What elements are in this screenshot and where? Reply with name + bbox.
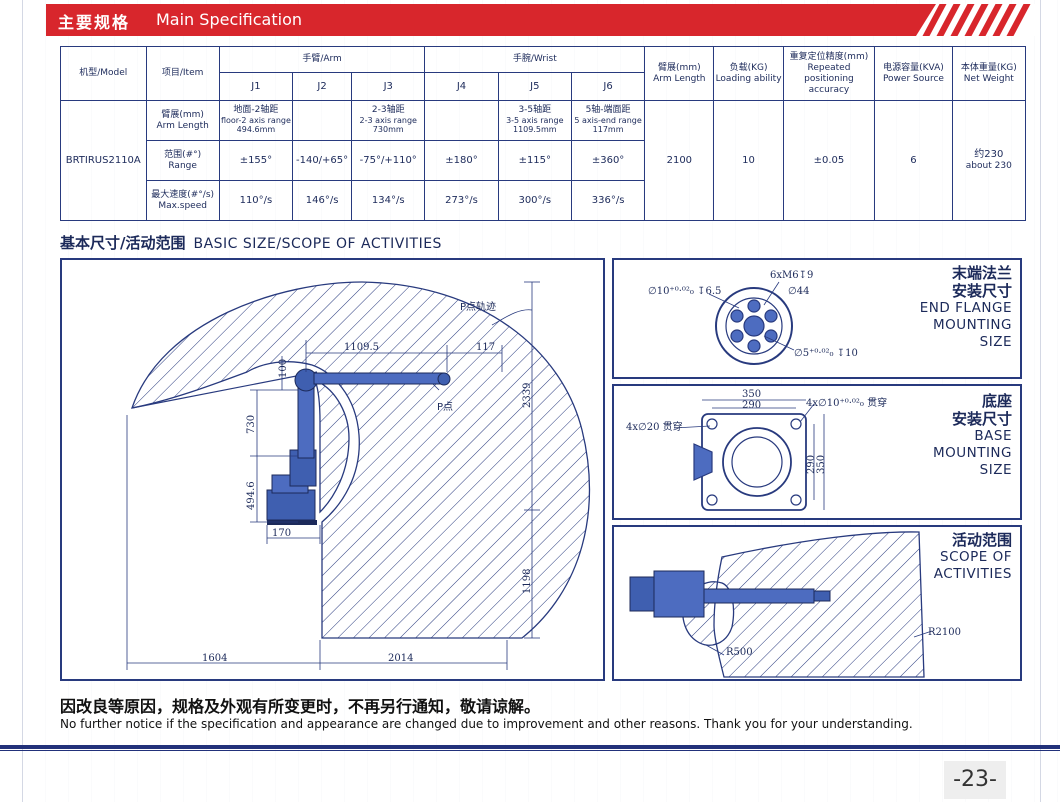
section-heading: 基本尺寸/活动范围 BASIC SIZE/SCOPE OF ACTIVITIES	[60, 232, 442, 254]
col-header-item: 项目/Item	[145, 46, 220, 101]
range-j1: ±155°	[218, 140, 294, 181]
speed-j3: 134°/s	[351, 180, 426, 221]
range-j4: ±180°	[424, 140, 499, 181]
range-j3: -75°/+110°	[351, 140, 426, 181]
dim-494-6: 494.6	[246, 481, 257, 510]
repeat-accuracy-value: ±0.05	[782, 100, 876, 221]
scope-panel: R2100 R500 活动范围 SCOPE OF ACTIVITIES	[612, 525, 1022, 681]
col-header-j6: J6	[570, 72, 646, 101]
col-header-weight: 本体重量(KG)Net Weight	[951, 46, 1027, 101]
dim-117: 117	[476, 342, 496, 353]
dim-170: 170	[272, 528, 292, 539]
range-j6: ±360°	[570, 140, 646, 181]
speed-j6: 336°/s	[570, 180, 646, 221]
speed-j2: 146°/s	[292, 180, 353, 221]
dim-flange-hole-10: ∅10⁺⁰·⁰²₀ ↧6.5	[648, 286, 722, 297]
base-title: 底座 安装尺寸 BASE MOUNTING SIZE	[932, 392, 1012, 478]
work-range-svg	[126, 281, 591, 670]
footer-note-en: No further notice if the specification a…	[60, 717, 913, 731]
end-flange-panel: ∅10⁺⁰·⁰²₀ ↧6.5 6xM6↧9 ∅44 ∅5⁺⁰·⁰²₀ ↧10 末…	[612, 258, 1022, 379]
header-stripes-decoration	[896, 4, 1036, 36]
base-panel: 350 290 4x∅20 贯穿 4x∅10⁺⁰·⁰²₀ 贯穿 290 350 …	[612, 384, 1022, 520]
spec-header-band: 主要规格 Main Specification	[46, 4, 1036, 36]
page-guide-line	[22, 0, 23, 802]
power-value: 6	[874, 100, 953, 221]
section-title-cn: 基本尺寸/活动范围	[60, 234, 186, 252]
work-envelope	[131, 281, 591, 639]
spec-table: 机型/Model 项目/Item 手臂/Arm 手腕/Wrist 臂展(mm)A…	[60, 46, 1027, 221]
col-header-power: 电源容量(KVA)Power Source	[874, 46, 953, 101]
speed-j5: 300°/s	[497, 180, 572, 221]
scope-svg	[629, 531, 933, 678]
col-header-j1: J1	[218, 72, 294, 101]
row-label-range: 范围(#°)Range	[145, 140, 220, 181]
dim-flange-44: ∅44	[788, 286, 810, 297]
arm-length-j4	[424, 100, 499, 141]
scope-title: 活动范围 SCOPE OF ACTIVITIES	[933, 531, 1012, 582]
section-title-en: BASIC SIZE/SCOPE OF ACTIVITIES	[193, 236, 442, 252]
model-name-cell: BRTIRUS2110A	[60, 100, 147, 221]
col-group-arm: 手臂/Arm	[218, 46, 426, 73]
label-p-track: P点轨迹	[460, 302, 497, 313]
row-label-arm-length: 臂展(mm)Arm Length	[145, 100, 220, 141]
col-header-load: 负载(KG)Loading ability	[713, 46, 784, 101]
dim-base-350-top: 350	[742, 389, 762, 400]
load-value: 10	[713, 100, 784, 221]
dim-2339: 2339	[522, 382, 533, 408]
base-svg	[673, 399, 825, 511]
dimension-lines	[126, 281, 540, 670]
dim-100: 100	[278, 358, 289, 378]
col-header-j2: J2	[292, 72, 353, 101]
scope-envelope	[682, 531, 925, 678]
label-p-point: P点	[437, 402, 454, 413]
speed-j4: 273°/s	[424, 180, 499, 221]
row-label-speed: 最大速度(#°/s)Max.speed	[145, 180, 220, 221]
dim-base-290-top: 290	[742, 400, 762, 411]
col-header-model: 机型/Model	[60, 46, 147, 101]
work-range-diagram: P点轨迹 P点 1109.5 117 100 730 494.6 170 233…	[60, 258, 605, 681]
col-header-repeat: 重复定位精度(mm)Repeated positioning accuracy	[782, 46, 876, 101]
col-header-j3: J3	[351, 72, 426, 101]
dim-1109-5: 1109.5	[344, 342, 379, 353]
robot-top-view	[629, 570, 831, 618]
range-j2: -140/+65°	[292, 140, 353, 181]
col-header-j4: J4	[424, 72, 499, 101]
envelope-chord	[131, 371, 318, 409]
dim-2014: 2014	[388, 653, 414, 664]
dim-730: 730	[246, 414, 257, 434]
page-number: -23-	[953, 767, 997, 792]
col-header-j5: J5	[497, 72, 572, 101]
dim-r500: R500	[726, 647, 753, 658]
speed-j1: 110°/s	[218, 180, 294, 221]
dim-flange-m6: 6xM6↧9	[770, 270, 814, 281]
dim-base-4x10: 4x∅10⁺⁰·⁰²₀ 贯穿	[806, 398, 888, 409]
arm-length-j2	[292, 100, 353, 141]
dim-r2100: R2100	[928, 627, 961, 638]
footer-note-cn: 因改良等原因，规格及外观有所变更时，不再另行通知，敬请谅解。	[60, 697, 541, 716]
page-guide-line	[1040, 0, 1041, 802]
dim-1604: 1604	[202, 653, 228, 664]
end-flange-svg	[708, 281, 795, 365]
arm-length-value: 2100	[644, 100, 715, 221]
col-header-arm-length: 臂展(mm)Arm Length	[644, 46, 715, 101]
dim-1198: 1198	[522, 568, 533, 594]
col-group-wrist: 手腕/Wrist	[424, 46, 646, 73]
dim-base-4x20: 4x∅20 贯穿	[626, 422, 683, 433]
p-track-leader	[491, 309, 533, 326]
range-j5: ±115°	[497, 140, 572, 181]
dim-base-350-side: 350	[816, 454, 827, 474]
bottom-rule	[0, 745, 1060, 749]
spec-title-en: Main Specification	[156, 10, 303, 29]
bottom-rule-thin	[0, 750, 1060, 751]
end-flange-title: 末端法兰 安装尺寸 END FLANGE MOUNTING SIZE	[919, 264, 1012, 350]
spec-title-cn: 主要规格	[58, 13, 131, 32]
page-number-box: -23-	[944, 761, 1006, 799]
dim-flange-hole-5: ∅5⁺⁰·⁰²₀ ↧10	[794, 348, 858, 359]
